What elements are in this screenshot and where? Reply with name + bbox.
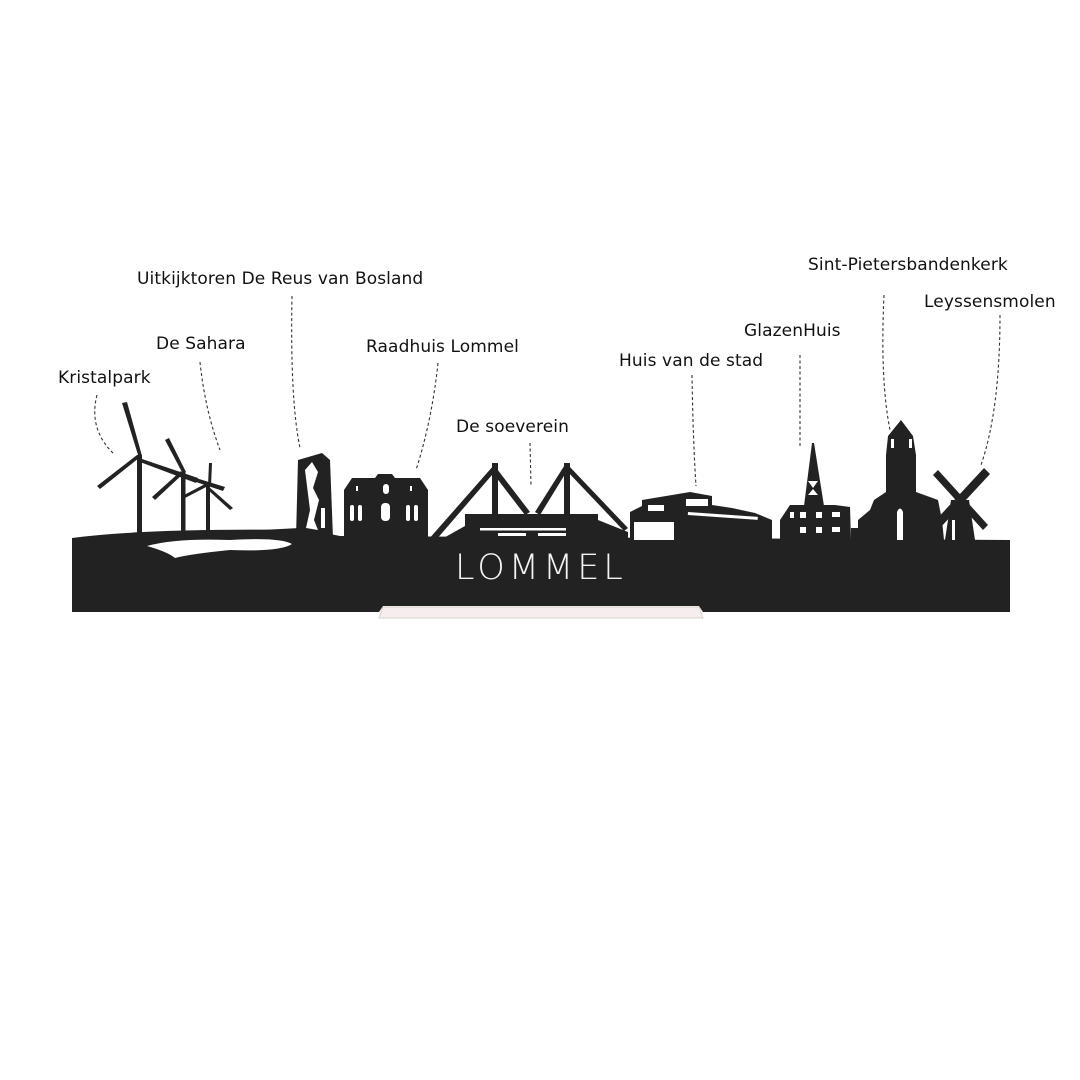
label-de-soeverein: De soeverein <box>456 417 569 437</box>
church <box>858 420 944 540</box>
label-de-sahara: De Sahara <box>156 334 246 354</box>
base-plate <box>72 528 1010 612</box>
label-sint-pietersbandenkerk: Sint-Pietersbandenkerk <box>808 255 1008 275</box>
city-name-cutout: LOMMEL <box>455 548 627 588</box>
leader-lines <box>94 294 1001 487</box>
label-uitkijktoren: Uitkijktoren De Reus van Bosland <box>137 269 424 289</box>
label-leyssensmolen: Leyssensmolen <box>924 292 1056 312</box>
label-raadhuis-lommel: Raadhuis Lommel <box>366 337 519 357</box>
stand-base <box>378 606 704 619</box>
lake-cutout <box>147 539 292 558</box>
stadium <box>428 463 628 540</box>
label-huis-van-de-stad: Huis van de stad <box>619 351 764 371</box>
label-kristalpark: Kristalpark <box>58 368 151 388</box>
label-glazenhuis: GlazenHuis <box>744 321 841 341</box>
glazenhuis <box>780 443 870 540</box>
windmill-icon <box>933 468 990 540</box>
